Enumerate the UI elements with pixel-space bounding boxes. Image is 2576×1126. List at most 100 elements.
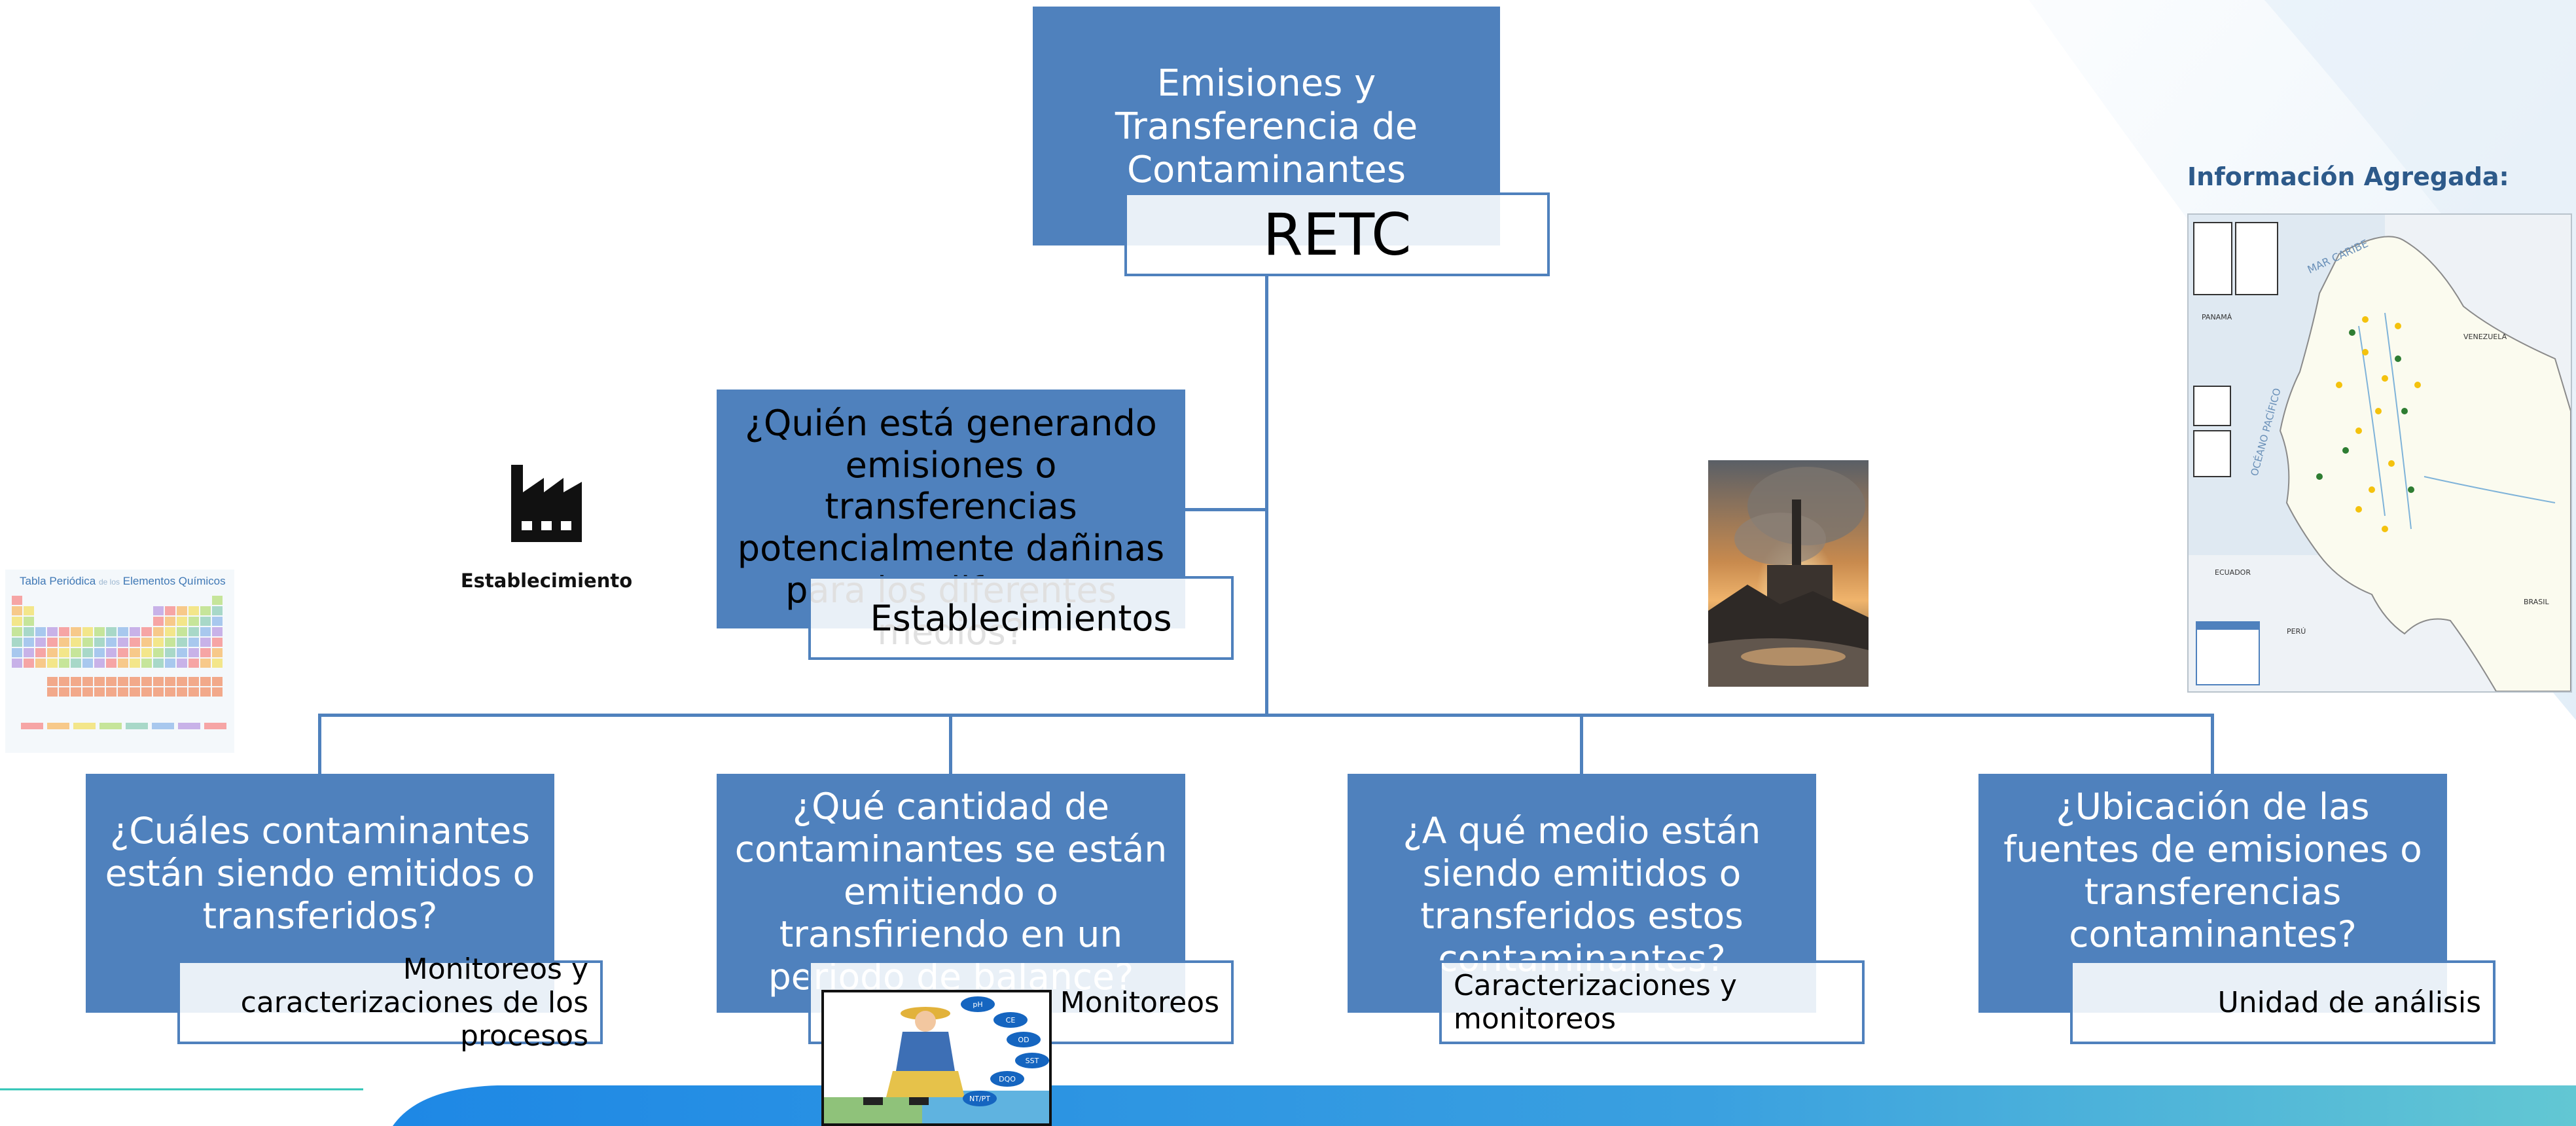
map-marker	[2362, 316, 2369, 323]
who-label: Establecimientos	[870, 597, 1172, 639]
monitor-tag-label: OD	[1018, 1036, 1029, 1044]
periodic-table-image: Tabla Periódica de los Elementos Químico…	[5, 570, 234, 753]
element-cell	[177, 627, 187, 636]
element-cell	[165, 638, 175, 647]
element-cell	[59, 677, 69, 686]
element-cell	[59, 627, 69, 636]
element-cell	[200, 687, 211, 697]
periodic-table-title: Tabla Periódica de los Elementos Químico…	[20, 575, 226, 587]
element-cell	[47, 677, 58, 686]
element-cell	[188, 659, 199, 668]
element-cell	[141, 687, 152, 697]
element-cell	[12, 648, 22, 657]
child-drop-line-2	[949, 714, 952, 775]
child-label-3: Caracterizaciones y monitoreos	[1454, 969, 1737, 1036]
child-drop-line-4	[2211, 714, 2214, 775]
legend-swatch	[204, 723, 226, 729]
element-cell	[188, 648, 199, 657]
element-cell	[212, 606, 223, 615]
element-cell	[24, 659, 34, 668]
element-cell	[24, 617, 34, 626]
element-cell	[106, 627, 116, 636]
bottom-banner	[0, 1085, 2576, 1126]
element-cell	[12, 606, 22, 615]
element-cell	[212, 627, 223, 636]
element-cell	[130, 627, 140, 636]
element-cell	[200, 606, 211, 615]
element-cell	[47, 659, 58, 668]
element-cell	[35, 627, 46, 636]
map-marker	[2316, 473, 2323, 480]
who-label-box: Establecimientos	[808, 576, 1234, 660]
element-cell	[200, 648, 211, 657]
legend-swatch	[152, 723, 174, 729]
element-cell	[165, 659, 175, 668]
element-cell	[165, 677, 175, 686]
element-cell	[141, 659, 152, 668]
element-cell	[59, 659, 69, 668]
element-cell	[200, 677, 211, 686]
element-cell	[24, 648, 34, 657]
child-label-box-3: Caracterizaciones y monitoreos	[1439, 960, 1865, 1044]
element-cell	[188, 627, 199, 636]
map-marker	[2362, 349, 2369, 355]
map-marker	[2401, 408, 2408, 414]
map-label-ecuador: ECUADOR	[2215, 568, 2251, 577]
element-cell	[118, 687, 128, 697]
element-cell	[141, 638, 152, 647]
map-label-venezuela: VENEZUELA	[2463, 333, 2507, 341]
map-marker	[2355, 506, 2362, 513]
element-cell	[24, 606, 34, 615]
element-cell	[153, 638, 164, 647]
map-label-peru: PERÚ	[2287, 627, 2306, 636]
element-cell	[59, 638, 69, 647]
child-question-3: ¿A qué medio están siendo emitidos o tra…	[1403, 810, 1761, 979]
element-cell	[47, 687, 58, 697]
element-cell	[177, 687, 187, 697]
element-cell	[153, 677, 164, 686]
element-cell	[130, 648, 140, 657]
who-branch-line	[1185, 508, 1268, 511]
element-cell	[71, 687, 81, 697]
map-marker	[2336, 382, 2342, 388]
element-cell	[130, 638, 140, 647]
element-cell	[200, 659, 211, 668]
child-label-1: Monitoreos y caracterizaciones de los pr…	[240, 952, 588, 1053]
monitor-tag	[1015, 1053, 1049, 1068]
element-cell	[153, 617, 164, 626]
element-cell	[35, 659, 46, 668]
element-cell	[47, 638, 58, 647]
element-cell	[177, 659, 187, 668]
element-cell	[200, 627, 211, 636]
legend-swatch	[99, 723, 122, 729]
child-label-box-4: Unidad de análisis	[2070, 960, 2496, 1044]
element-cell	[212, 659, 223, 668]
element-cell	[212, 617, 223, 626]
element-cell	[59, 648, 69, 657]
element-cell	[130, 687, 140, 697]
element-cell	[118, 627, 128, 636]
map-marker	[2388, 460, 2395, 467]
element-cell	[130, 659, 140, 668]
monitor-tag-label: NT/PT	[969, 1095, 990, 1103]
element-cell	[106, 648, 116, 657]
periodic-table-grid	[12, 596, 226, 729]
element-cell	[12, 596, 22, 605]
map-marker	[2355, 427, 2362, 434]
child-label-box-1: Monitoreos y caracterizaciones de los pr…	[177, 953, 603, 1053]
map-marker	[2408, 486, 2414, 493]
element-cell	[82, 659, 93, 668]
map-marker	[2382, 526, 2388, 532]
map-heading: Información Agregada:	[2187, 162, 2509, 191]
element-cell	[71, 677, 81, 686]
map-label-panama: PANAMÁ	[2202, 313, 2232, 321]
child-drop-line-3	[1580, 714, 1583, 775]
element-cell	[130, 677, 140, 686]
element-cell	[106, 677, 116, 686]
monitor-tag	[961, 996, 995, 1012]
map-marker	[2375, 408, 2382, 414]
element-cell	[59, 687, 69, 697]
root-label: RETC	[1262, 200, 1412, 268]
element-cell	[47, 627, 58, 636]
monitor-tag-label: DQO	[999, 1075, 1016, 1083]
